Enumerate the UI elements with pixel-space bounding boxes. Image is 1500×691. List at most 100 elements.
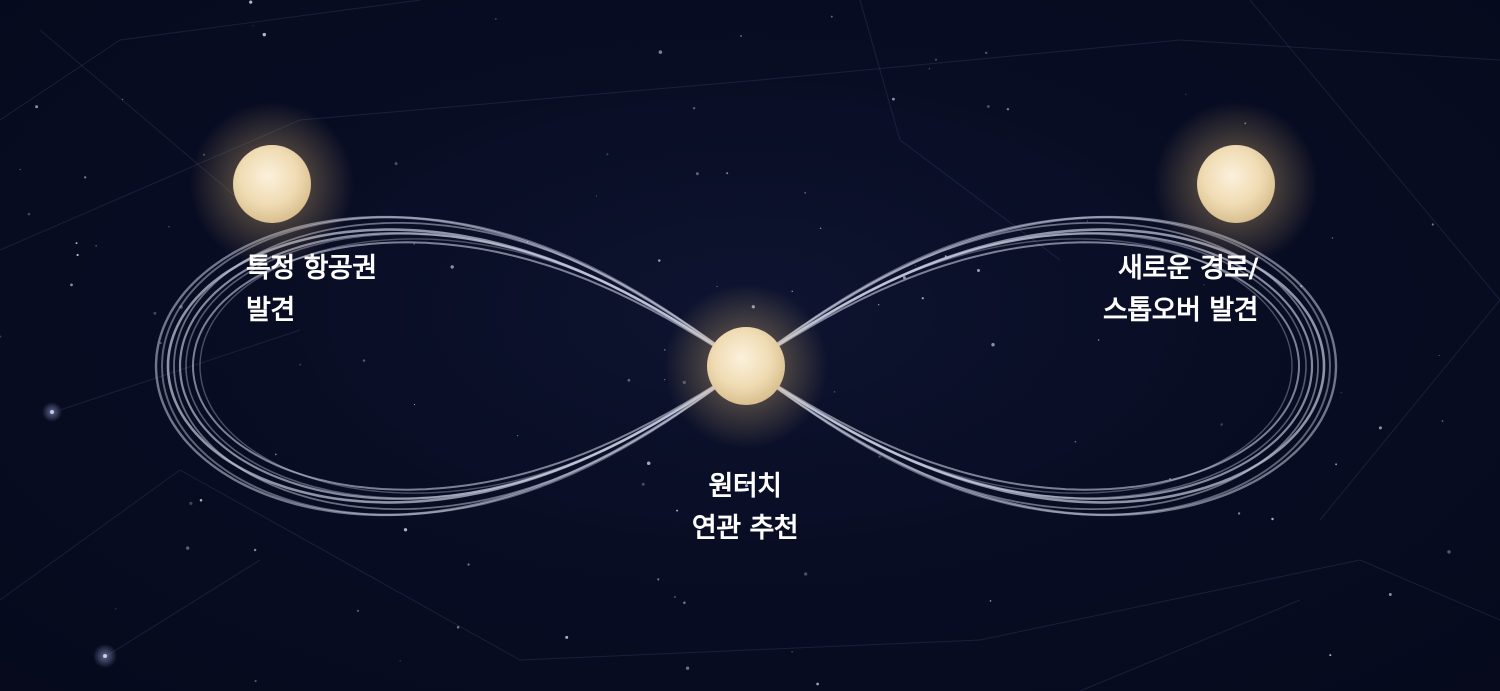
star — [804, 572, 808, 576]
constellation-line — [979, 559, 1361, 641]
node-label-center-line-2: 연관 추천 — [691, 513, 799, 544]
star — [1074, 440, 1077, 443]
constellation-line — [179, 469, 521, 661]
star — [1329, 654, 1332, 657]
star — [664, 349, 666, 351]
loop-strand — [160, 216, 1332, 516]
node-label-right-line-2: 스톱오버 발견 — [1103, 295, 1258, 326]
loop-strand — [191, 241, 1301, 491]
star — [989, 600, 992, 602]
loop-strand — [178, 232, 1314, 500]
star — [516, 434, 519, 437]
star — [84, 176, 87, 179]
star — [804, 191, 807, 194]
star — [399, 660, 401, 662]
star — [914, 264, 916, 267]
star — [27, 212, 31, 216]
star — [362, 359, 366, 362]
star — [902, 276, 906, 280]
star — [1340, 392, 1342, 394]
star — [1271, 517, 1274, 521]
background-stars — [0, 0, 1451, 686]
star — [199, 498, 203, 502]
star — [595, 195, 597, 197]
star — [658, 259, 661, 262]
star — [262, 32, 267, 37]
star — [1431, 223, 1434, 226]
star — [1203, 284, 1205, 286]
star — [394, 162, 398, 166]
star — [1438, 354, 1440, 357]
star — [1237, 512, 1241, 515]
star — [744, 484, 749, 488]
constellation-line — [1249, 0, 1500, 301]
star — [816, 682, 819, 686]
star — [1331, 237, 1334, 239]
star — [450, 265, 454, 269]
constellation-line — [759, 39, 1181, 81]
star — [249, 0, 253, 4]
star — [830, 15, 833, 18]
star — [991, 343, 995, 347]
star — [168, 226, 170, 228]
node-label-left: 특정 항공권 발견 — [246, 248, 377, 332]
star — [495, 18, 497, 20]
star — [413, 403, 416, 406]
star — [35, 105, 39, 109]
star — [676, 509, 679, 512]
star — [115, 608, 117, 610]
star — [664, 379, 666, 381]
star — [1447, 550, 1451, 554]
star — [70, 283, 73, 287]
loop-strand — [185, 233, 1307, 499]
star — [695, 172, 699, 176]
star — [833, 391, 836, 393]
star — [321, 270, 325, 274]
orb-right — [1197, 145, 1275, 223]
star — [1335, 463, 1338, 466]
star — [791, 651, 793, 653]
node-label-right-line-1: 새로운 경로/ — [1118, 253, 1258, 284]
star — [646, 461, 651, 466]
constellation-line — [299, 79, 761, 121]
star — [75, 242, 78, 245]
constellation-line — [1079, 599, 1301, 691]
constellation-line — [99, 559, 261, 661]
constellation-line — [1319, 299, 1500, 521]
star — [673, 595, 676, 599]
star — [1086, 220, 1088, 222]
star — [977, 269, 980, 272]
infinity-loop — [154, 215, 1338, 517]
star — [19, 168, 21, 171]
star — [892, 97, 895, 101]
star — [928, 68, 931, 70]
star — [1388, 593, 1392, 596]
star — [878, 304, 880, 306]
constellation-line — [119, 0, 421, 41]
orb-nodes — [190, 102, 1318, 448]
star — [1220, 423, 1223, 426]
node-label-left-line-1: 특정 항공권 — [246, 253, 377, 284]
star — [1097, 339, 1100, 341]
star — [179, 305, 183, 309]
star — [186, 546, 190, 550]
constellation-line — [899, 139, 1061, 261]
star — [934, 58, 938, 61]
star — [253, 548, 257, 552]
node-label-left-line-2: 발견 — [246, 295, 295, 326]
star — [403, 528, 408, 532]
star — [189, 501, 193, 506]
constellation-line — [1179, 39, 1500, 61]
star — [692, 107, 696, 110]
star — [153, 311, 157, 315]
node-label-right: 새로운 경로/ 스톱오버 발견 — [1040, 248, 1258, 332]
star — [76, 253, 79, 257]
star — [0, 335, 2, 338]
constellation-line — [859, 0, 901, 141]
constellation-line — [519, 639, 981, 661]
star — [657, 578, 660, 581]
star — [103, 654, 107, 658]
star — [878, 455, 881, 458]
